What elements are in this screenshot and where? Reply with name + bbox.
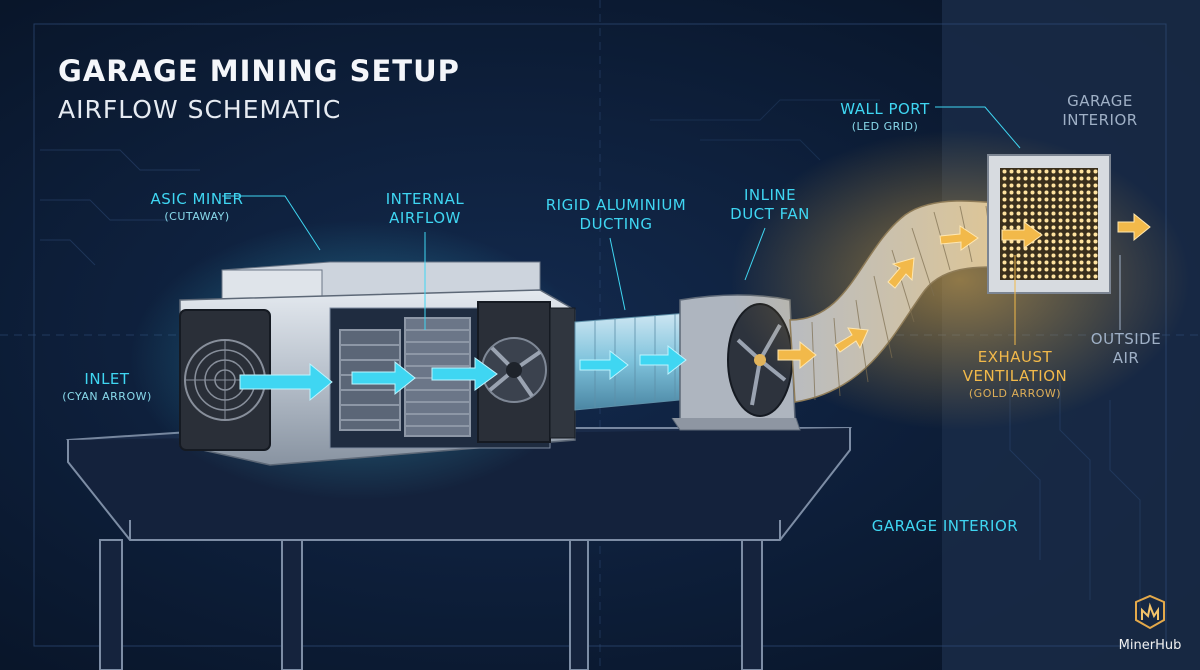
label-garage-interior-top-line2: INTERIOR xyxy=(1062,111,1138,129)
intake-arrow xyxy=(351,360,416,396)
label-exhaust-line2: VENTILATION xyxy=(962,367,1068,385)
heatsink xyxy=(339,317,471,437)
exhaust-arrow xyxy=(939,225,979,251)
label-asic-miner-main: ASIC MINER xyxy=(150,190,244,208)
minerhub-logo-text: MinerHub xyxy=(1118,638,1182,653)
psu-unit xyxy=(221,269,323,301)
label-inlet: INLET (CYAN ARROW) xyxy=(48,370,166,404)
label-duct-fan-line2: DUCT FAN xyxy=(730,205,810,223)
exhaust-arrow xyxy=(777,340,817,370)
label-ducting-line2: DUCTING xyxy=(579,215,653,233)
label-asic-miner: ASIC MINER (CUTAWAY) xyxy=(132,190,262,224)
label-inlet-sub: (CYAN ARROW) xyxy=(62,390,152,403)
led-grid-icon xyxy=(1000,168,1098,280)
minerhub-logo: MinerHub xyxy=(1108,594,1192,658)
label-exhaust-line1: EXHAUST xyxy=(977,348,1053,366)
label-garage-interior-bottom-text: GARAGE INTERIOR xyxy=(871,517,1019,535)
exhaust-arrows xyxy=(777,212,1151,370)
leader-lines xyxy=(222,106,1121,345)
label-wall-port-sub: (LED GRID) xyxy=(851,120,919,133)
intake-arrow xyxy=(579,349,629,381)
label-ducting-line1: RIGID ALUMINIUM xyxy=(545,196,687,214)
label-asic-miner-sub: (CUTAWAY) xyxy=(164,210,230,223)
intake-arrows xyxy=(239,344,687,402)
label-inlet-main: INLET xyxy=(84,370,130,388)
label-wall-port: WALL PORT (LED GRID) xyxy=(830,100,940,134)
label-ducting: RIGID ALUMINIUM DUCTING xyxy=(528,196,704,234)
label-duct-fan-line1: INLINE xyxy=(743,186,797,204)
label-garage-interior-top-line1: GARAGE xyxy=(1067,92,1133,110)
label-outside-air-line2: AIR xyxy=(1112,349,1140,367)
label-duct-fan: INLINE DUCT FAN xyxy=(715,186,825,224)
label-outside-air-line1: OUTSIDE xyxy=(1090,330,1162,348)
label-internal-airflow: INTERNAL AIRFLOW xyxy=(360,190,490,228)
label-outside-air: OUTSIDE AIR xyxy=(1084,330,1168,368)
exhaust-arrow xyxy=(834,327,869,353)
label-exhaust-ventilation: EXHAUST VENTILATION (GOLD ARROW) xyxy=(950,348,1080,401)
intake-arrow xyxy=(431,357,498,391)
exhaust-arrow xyxy=(1117,212,1151,242)
label-wall-port-main: WALL PORT xyxy=(840,100,930,118)
wall-port xyxy=(987,154,1111,294)
exhaust-arrow xyxy=(1001,221,1043,249)
page-subtitle: AIRFLOW SCHEMATIC xyxy=(58,95,342,124)
label-garage-interior-bottom: GARAGE INTERIOR xyxy=(850,517,1040,536)
label-internal-airflow-line1: INTERNAL xyxy=(385,190,465,208)
label-internal-airflow-line2: AIRFLOW xyxy=(389,209,461,227)
asic-miner-cutaway xyxy=(179,261,576,466)
label-exhaust-sub: (GOLD ARROW) xyxy=(968,387,1062,400)
exhaust-arrow xyxy=(887,257,915,289)
intake-arrow xyxy=(239,362,333,402)
page-title: GARAGE MINING SETUP xyxy=(58,54,460,88)
minerhub-logo-icon xyxy=(1135,594,1165,630)
intake-arrow xyxy=(639,344,687,376)
label-garage-interior-top: GARAGE INTERIOR xyxy=(1040,92,1160,130)
